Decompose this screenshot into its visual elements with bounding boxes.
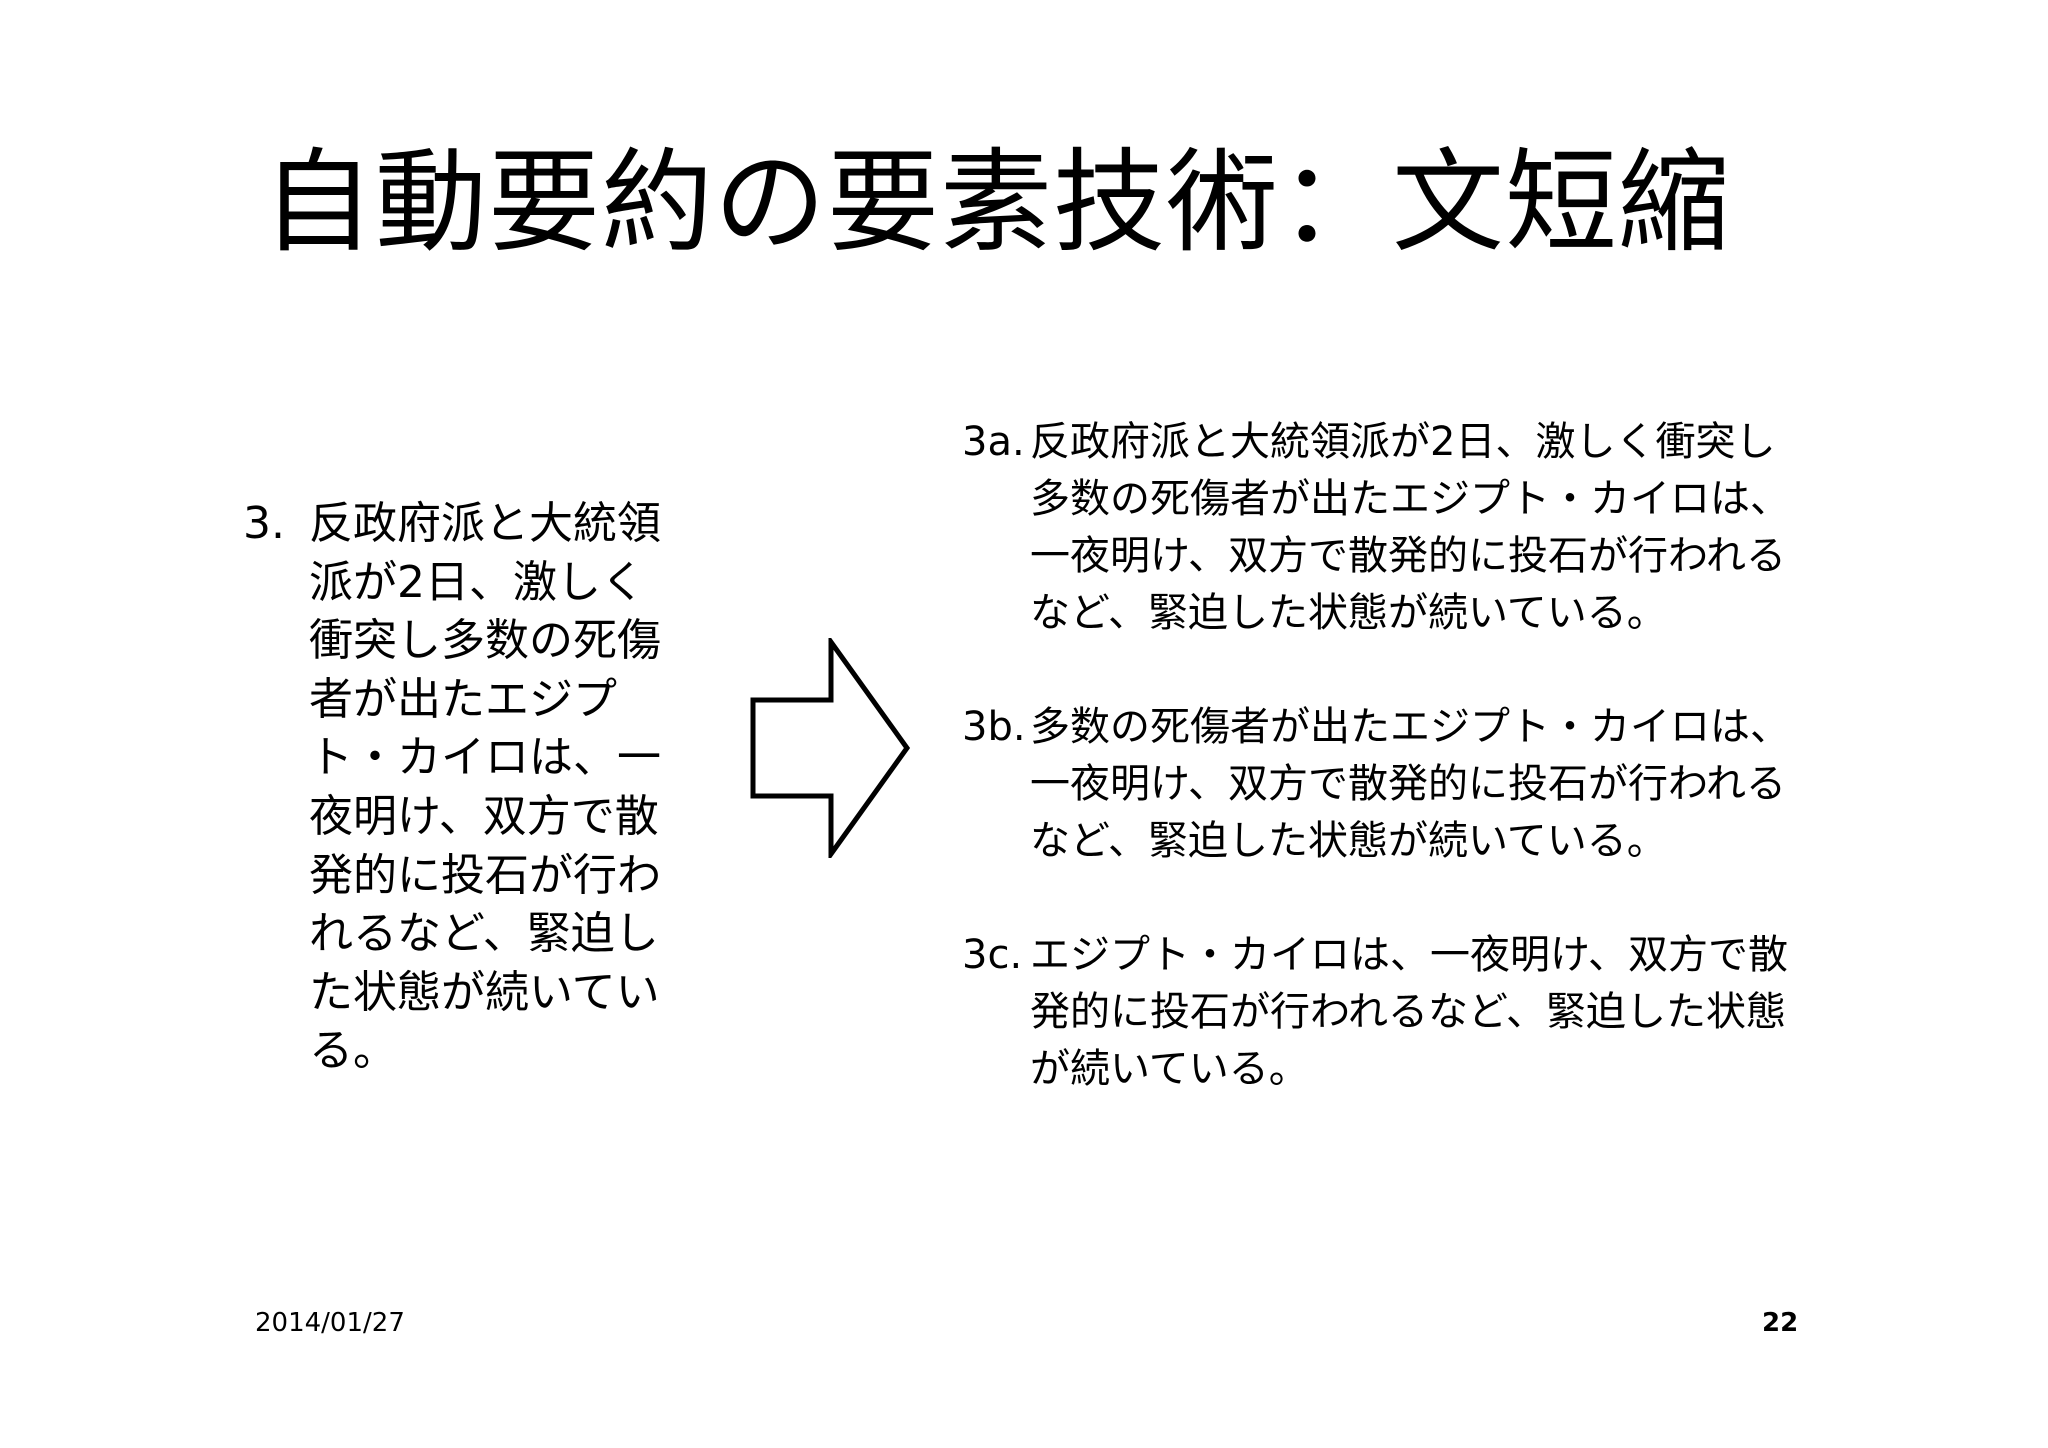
footer-date: 2014/01/27 — [255, 1308, 405, 1338]
item-marker: 3. — [243, 498, 285, 549]
item-text: エジプト・カイロは、一夜明け、双方で散発的に投石が行われるなど、緊迫した状態が続… — [1030, 932, 1788, 1092]
right-arrow-icon — [750, 638, 911, 858]
list-item: 3. 反政府派と大統領派が2日、激しく衝突し多数の死傷者が出たエジプト・カイロは… — [243, 495, 683, 1081]
list-item: 3b. 多数の死傷者が出たエジプト・カイロは、一夜明け、双方で散発的に投石が行わ… — [962, 699, 1812, 870]
list-item: 3c. エジプト・カイロは、一夜明け、双方で散発的に投石が行われるなど、緊迫した… — [962, 927, 1812, 1098]
item-text: 反政府派と大統領派が2日、激しく衝突し多数の死傷者が出たエジプト・カイロは、一夜… — [309, 498, 661, 1077]
page-number: 22 — [1762, 1308, 1799, 1338]
compressed-sentences: 3a. 反政府派と大統領派が2日、激しく衝突し多数の死傷者が出たエジプト・カイロ… — [962, 414, 1812, 1098]
list-item: 3a. 反政府派と大統領派が2日、激しく衝突し多数の死傷者が出たエジプト・カイロ… — [962, 414, 1812, 642]
original-sentence: 3. 反政府派と大統領派が2日、激しく衝突し多数の死傷者が出たエジプト・カイロは… — [243, 495, 683, 1081]
item-marker: 3a. — [962, 419, 1025, 465]
item-marker: 3c. — [962, 932, 1023, 978]
item-text: 多数の死傷者が出たエジプト・カイロは、一夜明け、双方で散発的に投石が行われるなど… — [1030, 704, 1790, 864]
slide-title: 自動要約の要素技術：文短縮 — [262, 138, 1731, 268]
item-text: 反政府派と大統領派が2日、激しく衝突し多数の死傷者が出たエジプト・カイロは、一夜… — [1030, 419, 1790, 636]
item-marker: 3b. — [962, 704, 1026, 750]
